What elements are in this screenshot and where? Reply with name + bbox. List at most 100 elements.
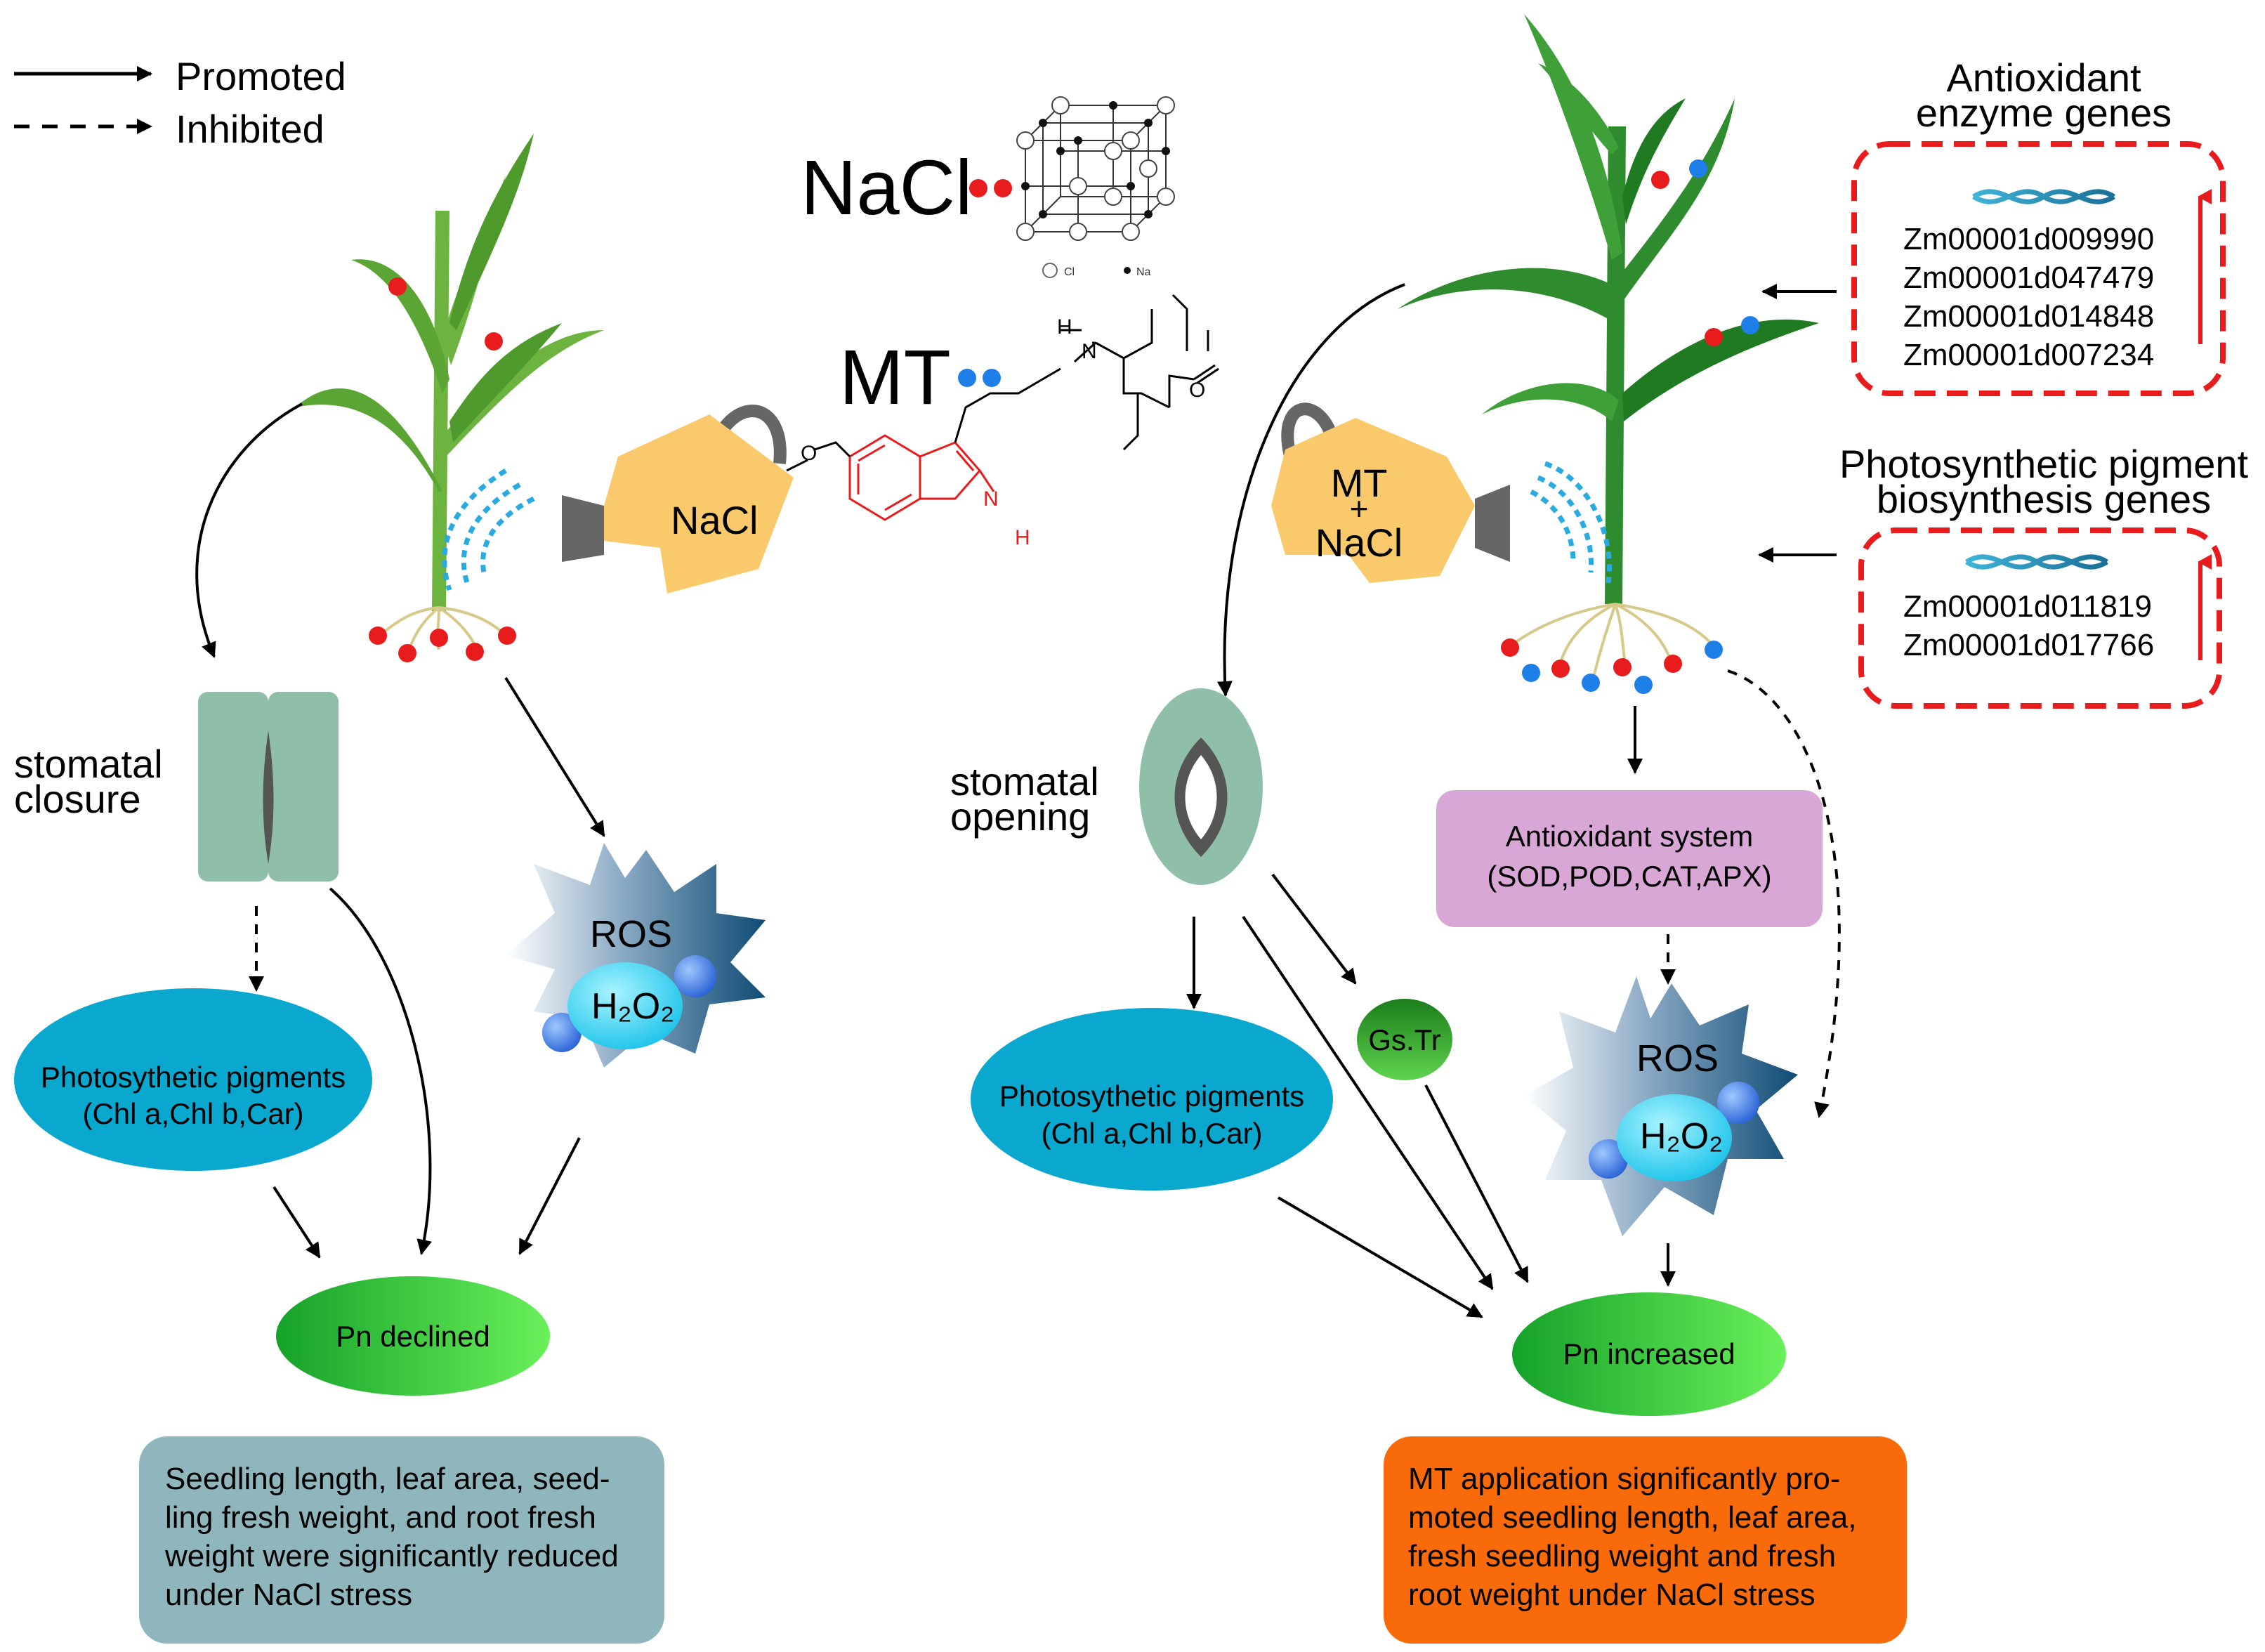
right-arrows (1186, 283, 1841, 1318)
antioxidant-gene: Zm00001d014848 (1903, 299, 2154, 334)
nacl-dot (1651, 171, 1669, 189)
left-result-line: weight were significantly reduced (164, 1539, 619, 1573)
left-pn-node: Pn declined (276, 1276, 550, 1396)
left-pigments-sub-label: (Chl a,Chl b,Car) (82, 1097, 303, 1130)
left-result-line: ling fresh weight, and root fresh (165, 1500, 596, 1535)
dna-icon (1972, 189, 2115, 204)
right-can-label-mt: MT (1331, 461, 1388, 505)
gs-tr-node: Gs.Tr (1357, 999, 1452, 1080)
antioxidant-gene: Zm00001d009990 (1903, 222, 2154, 256)
pigment-genes-title: Photosynthetic pigment (1839, 442, 2249, 486)
right-h2o2-label: H₂O₂ (1640, 1116, 1723, 1157)
nacl-crystal-lattice-icon: Cl Na (1016, 96, 1175, 278)
nacl-dot (388, 277, 407, 296)
antioxidant-gene: Zm00001d047479 (1903, 261, 2154, 295)
right-pigments-node: Photosythetic pigments (Chl a,Chl b,Car) (971, 1008, 1333, 1191)
nacl-dot (466, 643, 484, 661)
pigment-genes-title: biosynthesis genes (1877, 477, 2211, 521)
nacl-dot (369, 627, 387, 645)
antioxidant-gene: Zm00001d007234 (1903, 338, 2154, 372)
nacl-dot (1551, 660, 1570, 678)
crystal-cl-label: Cl (1064, 266, 1075, 278)
antioxidant-system-label: Antioxidant system (1506, 820, 1754, 853)
right-pn-node: Pn increased (1512, 1292, 1786, 1416)
right-stomata-label: stomatal (950, 759, 1099, 804)
nacl-dot (398, 644, 416, 662)
mt-dot (1634, 676, 1653, 694)
nacl-dot (994, 179, 1012, 197)
left-pigments-node: Photosythetic pigments (Chl a,Chl b,Car) (14, 988, 372, 1171)
melatonin-atom-n-ring: N (983, 487, 999, 511)
promoted-legend-label: Promoted (176, 54, 346, 98)
mt-chemical: MT (839, 334, 1001, 421)
pigment-genes-box: Photosynthetic pigment biosynthesis gene… (1839, 442, 2249, 709)
antioxidant-genes-title: enzyme genes (1916, 91, 2172, 135)
antioxidant-genes-title: Antioxidant (1946, 55, 2141, 100)
right-can-label-nacl: NaCl (1315, 520, 1403, 565)
right-ros-label: ROS (1636, 1037, 1719, 1080)
antioxidant-system-node: Antioxidant system (SOD,POD,CAT,APX) (1436, 790, 1823, 927)
left-result-line: Seedling length, leaf area, seed- (165, 1462, 610, 1496)
pigment-gene: Zm00001d017766 (1903, 628, 2154, 662)
crystal-na-label: Na (1136, 266, 1151, 278)
mt-dot (958, 369, 976, 387)
nacl-dot (1501, 638, 1519, 657)
left-ros-label: ROS (590, 913, 672, 955)
melatonin-atom-o-methoxy: O (801, 442, 817, 465)
right-ros-star-icon (1524, 976, 1798, 1236)
nacl-dot (498, 627, 516, 645)
left-stomata-label: stomatal (14, 742, 163, 786)
left-watering-can-icon: NaCl (442, 405, 794, 594)
right-result-line: MT application significantly pro- (1408, 1462, 1840, 1496)
nacl-chemical: NaCl (801, 145, 1012, 231)
antioxidant-enzymes-label: (SOD,POD,CAT,APX) (1487, 860, 1771, 893)
mt-dot (983, 369, 1001, 387)
mt-dot (1582, 674, 1600, 692)
left-arrows (195, 402, 605, 1259)
left-can-label: NaCl (671, 498, 758, 542)
melatonin-atom-n: N (1082, 340, 1097, 363)
right-pigments-label: Photosythetic pigments (999, 1080, 1304, 1113)
right-stomata-label: opening (950, 794, 1090, 839)
dna-icon (1965, 554, 2108, 570)
nacl-dot (1613, 658, 1632, 676)
nacl-dot (1664, 655, 1682, 673)
melatonin-atom-h-ring: H (1015, 526, 1030, 549)
right-watering-can-icon: MT + NaCl (1271, 402, 1612, 584)
left-pn-label: Pn declined (336, 1320, 490, 1353)
left-ros-star-icon (506, 843, 766, 1068)
left-stomata-label: closure (14, 777, 141, 821)
mt-dot (1705, 641, 1723, 659)
right-result-line: root weight under NaCl stress (1408, 1578, 1816, 1612)
right-stomata-open-icon (1139, 688, 1263, 885)
right-pn-label: Pn increased (1563, 1337, 1735, 1370)
left-result-line: under NaCl stress (165, 1578, 412, 1612)
left-pigments-label: Photosythetic pigments (41, 1061, 346, 1094)
melatonin-structure-icon (786, 294, 1219, 521)
antioxidant-genes-box: Antioxidant enzyme genes Zm00001d009990 … (1851, 55, 2226, 396)
gs-tr-label: Gs.Tr (1368, 1023, 1440, 1056)
legend: Promoted Inhibited (14, 54, 346, 151)
melatonin-atom-h: H (1057, 315, 1072, 339)
inhibited-legend-label: Inhibited (176, 107, 324, 151)
melatonin-atom-o: O (1189, 379, 1205, 402)
left-h2o2-label: H₂O₂ (591, 986, 674, 1027)
right-can-label-plus: + (1350, 490, 1369, 527)
right-result-line: moted seedling length, leaf area, (1408, 1500, 1856, 1535)
left-stomata-closed-icon (198, 692, 339, 881)
nacl-dot (485, 332, 503, 350)
mt-dot (1741, 316, 1759, 334)
right-result-line: fresh seedling weight and fresh (1408, 1539, 1836, 1573)
mt-chemical-label: MT (839, 334, 951, 421)
pigment-gene: Zm00001d011819 (1903, 589, 2152, 624)
nacl-dot (969, 179, 987, 197)
mt-dot (1522, 664, 1540, 682)
left-maize-plant-icon (295, 133, 604, 662)
right-result-box: MT application significantly pro- moted … (1384, 1436, 1907, 1644)
right-pigments-sub-label: (Chl a,Chl b,Car) (1041, 1117, 1262, 1150)
nacl-chemical-label: NaCl (801, 145, 973, 231)
mt-dot (1689, 159, 1707, 178)
nacl-dot (430, 629, 448, 647)
left-result-box: Seedling length, leaf area, seed- ling f… (139, 1436, 664, 1644)
